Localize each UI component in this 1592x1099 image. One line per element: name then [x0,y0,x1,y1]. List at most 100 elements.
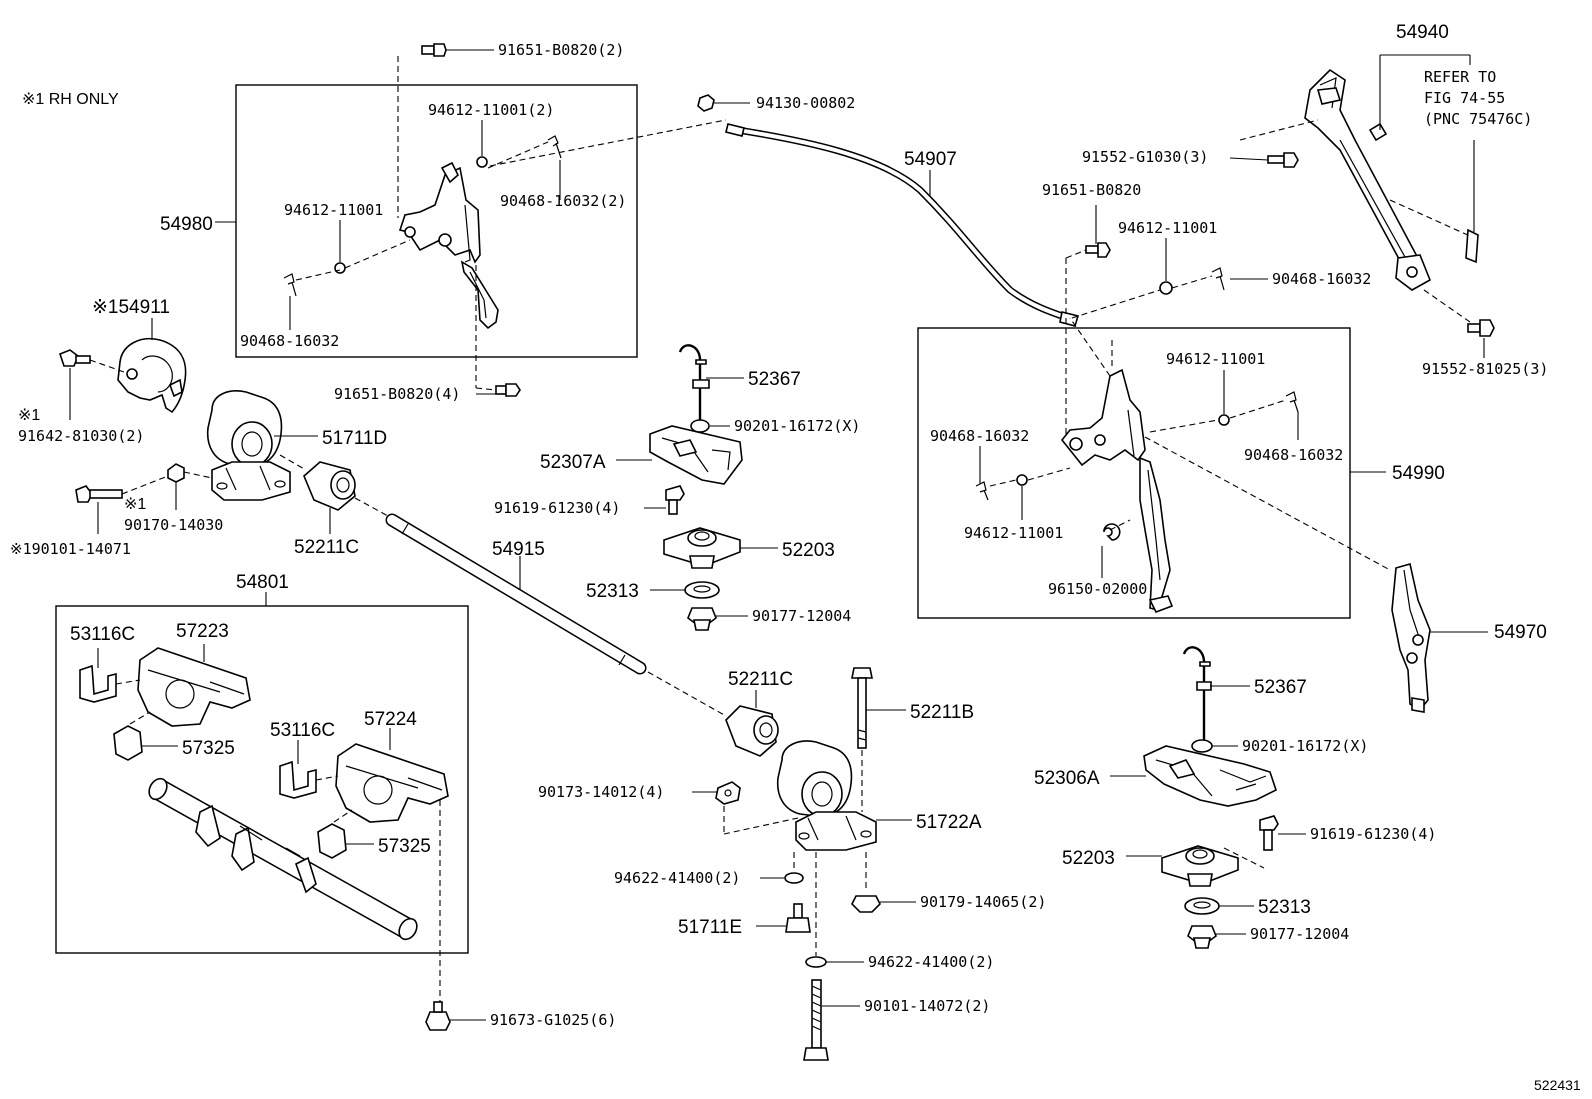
bolt-90101-14071 [75,485,123,503]
label-90179-14065-2: 90179-14065(2) [920,893,1046,911]
cover-54911 [117,338,187,414]
bracket-52306a [1143,745,1277,807]
label-90468-16032-left: 90468-16032 [240,332,339,350]
label-94622-41400-a: 94622-41400(2) [614,869,740,887]
clip-90468-r2 [1285,391,1299,413]
tube-assembly-54801 [148,777,418,941]
box-54980-frame [235,84,638,358]
label-90170-14030: 90170-14030 [124,516,223,534]
rod-54915 [385,513,647,675]
bolt-91651-b0820-top [421,43,447,57]
washer-90201-left [690,419,710,433]
label-91651-b0820-right: 91651-B0820 [1042,181,1141,199]
note-pnc-75476c: (PNC 75476C) [1424,110,1532,128]
mount-52203-right [1161,845,1239,887]
label-94612-11001-r2: 94612-11001 [1166,350,1265,368]
washer-94612-r2 [1218,414,1230,426]
bracket-52307a [649,425,743,485]
label-54915: 54915 [492,539,545,560]
stud-51711e [785,903,811,933]
clip-90468-r1 [1211,267,1225,291]
label-94130-00802: 94130-00802 [756,94,855,112]
bolt-91619-61230-left [665,485,685,515]
label-94612-11001-r1: 94612-11001 [1118,219,1217,237]
bolt-91552-g1030 [1267,152,1299,168]
bolt-91552-81025 [1467,319,1495,337]
label-90201-16172-left: 90201-16172(X) [734,417,860,435]
hook-bolt-52367-right [1182,646,1212,740]
label-52211c-mid: 52211C [728,669,793,690]
label-90101-14072-2: 90101-14072(2) [864,997,990,1015]
label-90468-16032-r2: 90468-16032 [1244,446,1343,464]
figure-number: 522431 [1534,1077,1581,1093]
bracket-54970 [1391,562,1431,713]
bushing-bracket-51711d [206,390,291,501]
label-57325-2: 57325 [378,836,431,857]
washer-52313-left [684,581,720,599]
nut-90170-14030 [167,463,185,483]
label-54911: ※154911 [92,297,170,318]
label-91651-b0820-2: 91651-B0820(2) [498,41,624,59]
label-52307a: 52307A [540,452,606,473]
label-52367-left: 52367 [748,369,801,390]
box-54801-frame [55,605,469,954]
clip-90468-left [283,273,297,297]
pad-57325-1 [113,725,143,761]
label-57223: 57223 [176,621,229,642]
bolt-91651-b0820-4 [495,383,521,397]
bolt-52211b [851,667,873,749]
label-52211c-left: 52211C [294,537,359,558]
nut-90177-12004-right [1187,925,1217,949]
nut-90179-14065 [851,895,881,913]
bracket-54980 [398,161,499,330]
label-52306a: 52306A [1034,768,1100,789]
bracket-54990 [1060,368,1174,614]
washer-94612-r3 [1016,474,1028,486]
nut-90173-14012 [715,781,741,805]
label-90101-14071: ※190101-14071 [10,540,131,558]
label-91673-g1025-6: 91673-G1025(6) [490,1011,616,1029]
label-52203-left: 52203 [782,540,835,561]
label-54801: 54801 [236,572,289,593]
clip-53116c-1 [79,664,117,703]
washer-94622-41400-a [784,872,804,884]
bracket-57224 [335,743,449,823]
label-90177-12004-right: 90177-12004 [1250,925,1349,943]
bolt-91673-g1025 [425,1001,451,1031]
clip-53116c-2 [279,760,317,799]
label-54990: 54990 [1392,463,1445,484]
label-52203-right: 52203 [1062,848,1115,869]
bracket-57223 [137,647,251,727]
label-54907: 54907 [904,149,957,170]
bushing-52211c-mid [725,705,779,757]
label-90468-16032-2: 90468-16032(2) [500,192,626,210]
label-57325-1: 57325 [182,738,235,759]
label-91642-81030-2: 91642-81030(2) [18,427,144,445]
washer-94612-left [334,262,346,274]
label-91619-61230-right: 91619-61230(4) [1310,825,1436,843]
label-53116c-1: 53116C [70,624,135,645]
label-91552-g1030-3: 91552-G1030(3) [1082,148,1208,166]
label-96150-02000: 96150-02000 [1048,580,1147,598]
bolt-91619-61230-right [1259,815,1279,851]
washer-52313-right [1184,897,1220,915]
bolt-91651-b0820-right [1085,242,1111,258]
washer-94612-r1 [1159,281,1173,295]
label-91619-61230-left: 91619-61230(4) [494,499,620,517]
label-90173-14012-4: 90173-14012(4) [538,783,664,801]
label-54980: 54980 [160,214,213,235]
pad-57325-2 [317,823,347,859]
label-54940: 54940 [1396,22,1449,43]
washer-94612-top [476,156,488,168]
washer-90201-right [1191,739,1213,753]
label-94612-11001: 94612-11001 [284,201,383,219]
label-90468-16032-r1: 90468-16032 [1272,270,1371,288]
eclip-96150-02000 [1103,523,1121,541]
label-94612-11001-r3: 94612-11001 [964,524,1063,542]
label-52313-left: 52313 [586,581,639,602]
bolt-91642-81030 [59,349,91,367]
clip-90468-r3 [975,481,989,501]
label-91651-b0820-4: 91651-B0820(4) [334,385,460,403]
note-fig-74-55: FIG 74-55 [1424,89,1505,107]
